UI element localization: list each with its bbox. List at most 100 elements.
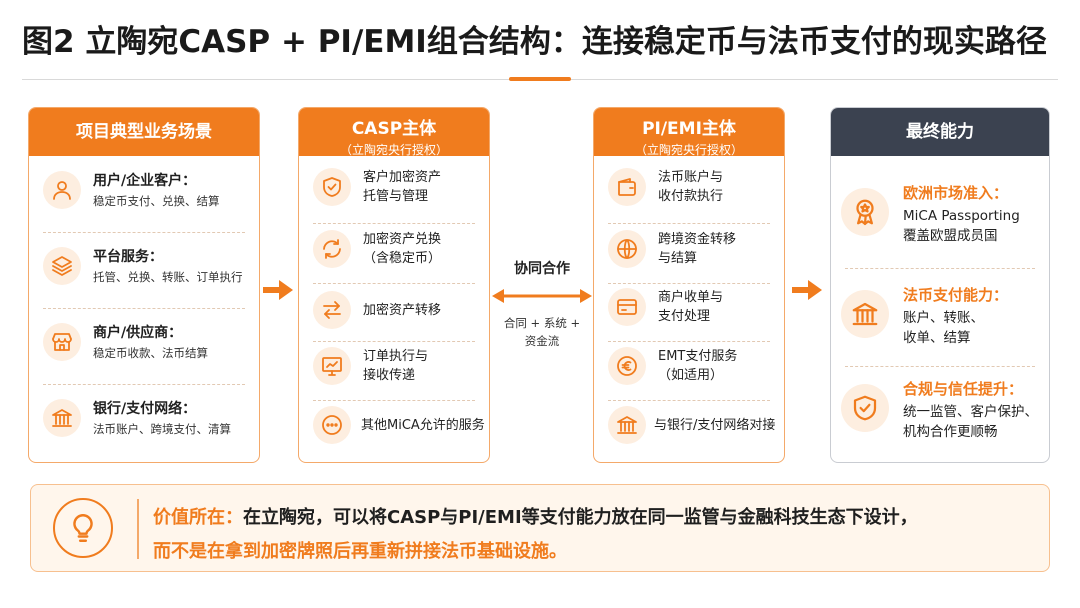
list-item: 商户/供应商： 稳定币收款、法币结算 <box>29 322 259 361</box>
column-header: CASP主体 （立陶宛央行授权） <box>299 108 489 157</box>
store-icon <box>43 322 81 361</box>
wallet-icon <box>608 168 646 206</box>
divider <box>608 223 770 224</box>
item-desc: 托管、兑换、转账、订单执行 <box>93 270 243 284</box>
list-item: 订单执行与 接收传递 <box>299 347 489 385</box>
item-desc: 稳定币收款、法币结算 <box>93 346 208 360</box>
column-header: 项目典型业务场景 <box>29 108 259 156</box>
divider <box>313 341 475 342</box>
list-item: 银行/支付网络： 法币账户、跨境支付、清算 <box>29 398 259 437</box>
chart-monitor-icon <box>313 347 351 385</box>
divider <box>608 283 770 284</box>
divider <box>313 283 475 284</box>
card-icon <box>608 288 646 326</box>
list-item: 法币账户与 收付款执行 <box>594 168 784 206</box>
item-title: 法币支付能力： <box>903 286 1009 304</box>
list-item: 跨境资金转移 与结算 <box>594 230 784 268</box>
item-line: 接收传递 <box>363 368 416 383</box>
item-line: 加密资产兑换 <box>363 232 442 247</box>
refresh-icon <box>313 230 351 268</box>
list-item: 商户收单与 支付处理 <box>594 288 784 326</box>
item-title: 商户/供应商： <box>93 325 183 341</box>
item-line: 支付处理 <box>658 309 711 324</box>
column-title: CASP主体 <box>351 119 437 139</box>
item-line: 与银行/支付网络对接 <box>654 417 776 433</box>
bank-icon <box>841 290 889 338</box>
award-icon <box>841 188 889 236</box>
divider <box>608 400 770 401</box>
item-line: 法币账户与 <box>658 170 724 185</box>
column-title: PI/EMI主体 <box>642 119 736 139</box>
item-line: （含稳定币） <box>363 251 442 266</box>
column-header: 最终能力 <box>831 108 1049 156</box>
item-line: 账户、转账、 <box>903 310 984 326</box>
item-line: 托管与管理 <box>363 189 429 204</box>
shield-check-icon <box>313 168 351 206</box>
item-line: 收付款执行 <box>658 189 724 204</box>
more-dots-icon <box>313 406 351 444</box>
transfer-arrows-icon <box>313 291 351 329</box>
collab-sub: 合同 + 系统 + <box>503 316 581 330</box>
callout-text: 在立陶宛，可以将CASP与PI/EMI等支付能力放在同一监管与金融科技生态下设计… <box>243 507 918 528</box>
item-line: 其他MiCA允许的服务 <box>361 417 485 433</box>
item-title: 平台服务： <box>93 249 163 265</box>
item-desc: 稳定币支付、兑换、结算 <box>93 194 220 208</box>
callout-divider <box>137 499 139 559</box>
divider <box>313 223 475 224</box>
divider <box>845 268 1035 269</box>
euro-icon <box>608 347 646 385</box>
column-final-capabilities: 最终能力 欧洲市场准入： MiCA Passporting 覆盖欧盟成员国 法币… <box>830 107 1050 463</box>
divider <box>43 308 245 309</box>
item-line: EMT支付服务 <box>658 349 738 364</box>
list-item: 与银行/支付网络对接 <box>594 406 784 444</box>
arrow-right-icon <box>263 280 293 300</box>
list-item: 加密资产兑换 （含稳定币） <box>299 230 489 268</box>
collab-label: 协同合作 <box>514 261 570 277</box>
collab-sub: 资金流 <box>524 334 560 348</box>
item-line: 收单、结算 <box>903 330 971 346</box>
list-item: 加密资产转移 <box>299 291 489 329</box>
list-item: 法币支付能力： 账户、转账、 收单、结算 <box>831 284 1049 348</box>
callout-label: 价值所在： <box>153 507 243 528</box>
item-line: 订单执行与 <box>363 349 429 364</box>
item-title: 合规与信任提升： <box>903 380 1024 398</box>
list-item: 其他MiCA允许的服务 <box>299 406 489 444</box>
globe-icon <box>608 230 646 268</box>
column-subtitle: （立陶宛央行授权） <box>339 143 448 157</box>
collaboration-link: 协同合作 合同 + 系统 + 资金流 <box>492 258 592 350</box>
list-item: 用户/企业客户： 稳定币支付、兑换、结算 <box>29 170 259 209</box>
layers-icon <box>43 246 81 285</box>
item-title: 银行/支付网络： <box>93 401 197 417</box>
item-desc: 法币账户、跨境支付、清算 <box>93 422 231 436</box>
divider <box>845 366 1035 367</box>
item-line: （如适用） <box>658 368 724 383</box>
list-item: 平台服务： 托管、兑换、转账、订单执行 <box>29 246 259 285</box>
column-header: PI/EMI主体 （立陶宛央行授权） <box>594 108 784 157</box>
item-line: 客户加密资产 <box>363 170 442 185</box>
divider <box>313 400 475 401</box>
list-item: 欧洲市场准入： MiCA Passporting 覆盖欧盟成员国 <box>831 182 1049 246</box>
arrow-right-icon <box>792 280 822 300</box>
item-line: 加密资产转移 <box>363 302 442 318</box>
item-line: 商户收单与 <box>658 290 724 305</box>
list-item: EMT支付服务 （如适用） <box>594 347 784 385</box>
bank-icon <box>43 398 81 437</box>
bank-icon <box>608 406 646 444</box>
item-line: 与结算 <box>658 251 698 266</box>
double-arrow-icon <box>492 289 592 303</box>
item-title: 用户/企业客户： <box>93 173 197 189</box>
column-casp-entity: CASP主体 （立陶宛央行授权） 客户加密资产 托管与管理 加密资产兑换 （含稳… <box>298 107 490 463</box>
user-icon <box>43 170 81 209</box>
divider <box>43 384 245 385</box>
item-line: 机构合作更顺畅 <box>903 424 998 440</box>
column-title: 项目典型业务场景 <box>76 122 212 142</box>
item-line: MiCA Passporting <box>903 208 1020 224</box>
item-line: 统一监管、客户保护、 <box>903 404 1038 420</box>
callout-line-1: 价值所在：在立陶宛，可以将CASP与PI/EMI等支付能力放在同一监管与金融科技… <box>153 503 918 529</box>
value-callout: 价值所在：在立陶宛，可以将CASP与PI/EMI等支付能力放在同一监管与金融科技… <box>30 484 1050 572</box>
item-title: 欧洲市场准入： <box>903 184 1009 202</box>
column-subtitle: （立陶宛央行授权） <box>634 143 743 157</box>
title-accent-bar <box>509 77 571 81</box>
divider <box>43 232 245 233</box>
column-business-scenarios: 项目典型业务场景 用户/企业客户： 稳定币支付、兑换、结算 平台服务： 托管、兑… <box>28 107 260 463</box>
